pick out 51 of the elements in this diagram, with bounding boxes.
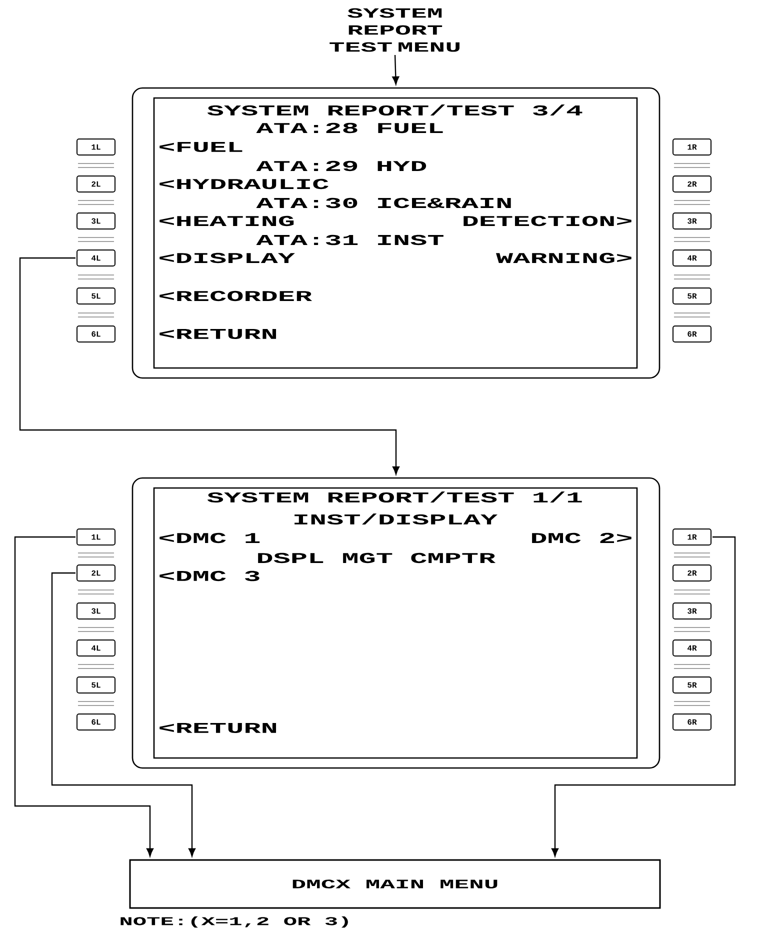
screen-text: <RECORDER [160,290,312,302]
menu-box: DMCX MAIN MENU [129,859,661,909]
arrow [392,54,400,85]
screen-text: SYSTEM REPORT/TEST 1/1 [207,492,582,502]
line-select-key: 4L [76,640,116,656]
screen-text: <RETURN [160,723,276,733]
screen-text: ATA:29 HYD [256,160,426,172]
line-select-key: 1L [76,528,116,546]
line-select-key: 2R [672,176,712,192]
arrow [51,572,196,857]
line-select-key: 4L [76,250,116,266]
screen-text: <RETURN [160,329,276,340]
line-select-key: 5R [672,676,712,694]
line-select-key: 5R [672,288,712,304]
screen-text: DETECTION> [464,216,632,226]
screen-text: DMC 2> [532,532,632,544]
screen-text: ATA:30 ICE&RAIN [256,198,511,208]
line-select-key: 4R [672,250,712,266]
screen-text: <DMC 1 [160,532,260,544]
line-select-key: 3L [76,602,116,620]
menu-title: SYSTEM REPORT TEST MENU [330,8,460,52]
screen-text: <HEATING [160,216,294,226]
screen-text: ATA:28 FUEL [256,122,443,134]
line-select-key: 6L [76,714,116,730]
screen-text: DSPL MGT CMPTR [258,552,496,564]
line-select-key: 3R [672,602,712,620]
line-select-key: 3L [76,212,116,230]
arrow [19,257,400,475]
screen-text: <FUEL [160,142,242,152]
screen-text: <DISPLAY [160,252,295,264]
arrow [551,536,736,857]
line-select-key: 6R [672,714,712,730]
line-select-key: 2R [672,564,712,582]
line-select-key: 3R [672,212,712,230]
line-select-key: 4R [672,640,712,656]
line-select-key: 2L [76,564,116,582]
screen-text: <HYDRAULIC [160,178,328,190]
line-select-key: 5L [76,676,116,694]
screen-text: SYSTEM REPORT/TEST 3/4 [207,104,582,116]
line-select-key: 1R [672,138,712,156]
screen-text: WARNING> [496,252,632,264]
screen-text: ATA:31 INST [256,234,444,246]
line-select-key: 6L [76,326,116,342]
arrow [14,536,154,857]
line-select-key: 1L [76,138,116,156]
line-select-key: 6R [672,326,712,342]
line-select-key: 2L [76,176,116,192]
line-select-key: 1R [672,528,712,546]
screen-text: INST/DISPLAY [294,514,498,524]
line-select-key: 5L [76,288,116,304]
screen-text: <DMC 3 [160,570,260,582]
